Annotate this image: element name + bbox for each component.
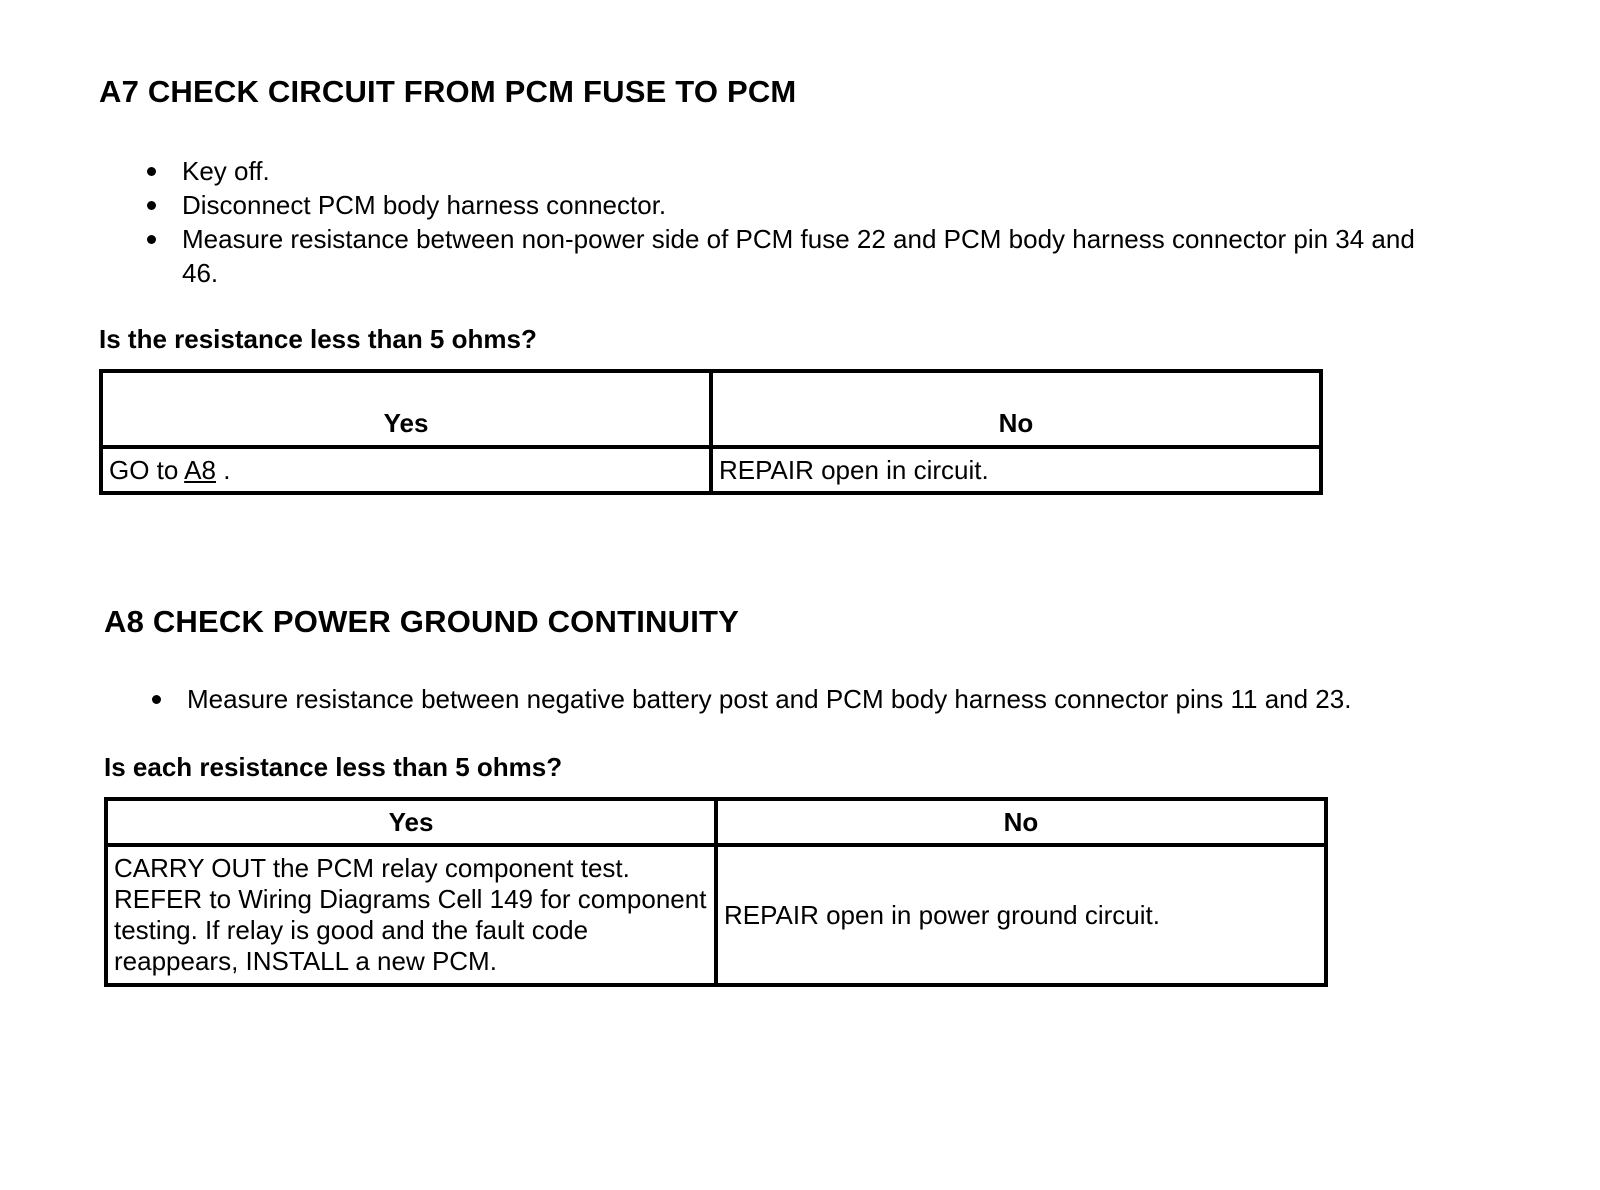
table-header-row: Yes No: [99, 369, 1323, 449]
list-item: Measure resistance between non-power sid…: [147, 222, 1422, 290]
table-row: GO to A8 . REPAIR open in circuit.: [99, 445, 1323, 495]
list-item: Measure resistance between negative batt…: [152, 682, 1527, 716]
yes-cell-suffix: .: [215, 455, 231, 485]
list-item: Disconnect PCM body harness connector.: [147, 188, 1422, 222]
step-a8-result-table: Yes No CARRY OUT the PCM relay component…: [104, 797, 1328, 987]
step-a8-title: A8 CHECK POWER GROUND CONTINUITY: [104, 604, 740, 639]
step-a8-question: Is each resistance less than 5 ohms?: [104, 752, 563, 782]
table-header-row: Yes No: [104, 797, 1328, 847]
step-a7-instructions: Key off. Disconnect PCM body harness con…: [147, 154, 1422, 290]
bullet-icon: [147, 235, 156, 244]
no-cell: REPAIR open in circuit.: [709, 445, 1323, 495]
yes-cell-prefix: GO to: [109, 455, 185, 485]
step-a8-section: A8 CHECK POWER GROUND CONTINUITY Measure…: [0, 604, 1600, 987]
no-cell: REPAIR open in power ground circuit.: [714, 843, 1328, 987]
table-row: CARRY OUT the PCM relay component test. …: [104, 843, 1328, 987]
bullet-icon: [152, 695, 161, 704]
step-a7-result-table: Yes No GO to A8 . REPAIR open in circuit…: [99, 369, 1323, 495]
list-item: Key off.: [147, 154, 1422, 188]
instruction-text: Measure resistance between negative batt…: [187, 684, 1352, 714]
step-a7-section: A7 CHECK CIRCUIT FROM PCM FUSE TO PCM Ke…: [0, 74, 1600, 495]
bullet-icon: [147, 201, 156, 210]
step-a7-question: Is the resistance less than 5 ohms?: [99, 324, 537, 354]
yes-header: Yes: [104, 797, 718, 847]
step-a7-title: A7 CHECK CIRCUIT FROM PCM FUSE TO PCM: [99, 74, 797, 109]
step-a8-instructions: Measure resistance between negative batt…: [152, 682, 1527, 716]
yes-cell: GO to A8 .: [99, 445, 713, 495]
no-header: No: [714, 797, 1328, 847]
instruction-text: Key off.: [182, 156, 270, 186]
bullet-icon: [147, 167, 156, 176]
yes-cell: CARRY OUT the PCM relay component test. …: [104, 843, 718, 987]
go-to-a8-link[interactable]: A8: [184, 455, 216, 485]
instruction-text: Measure resistance between non-power sid…: [182, 224, 1415, 288]
no-header: No: [709, 369, 1323, 449]
instruction-text: Disconnect PCM body harness connector.: [182, 190, 667, 220]
yes-header: Yes: [99, 369, 713, 449]
